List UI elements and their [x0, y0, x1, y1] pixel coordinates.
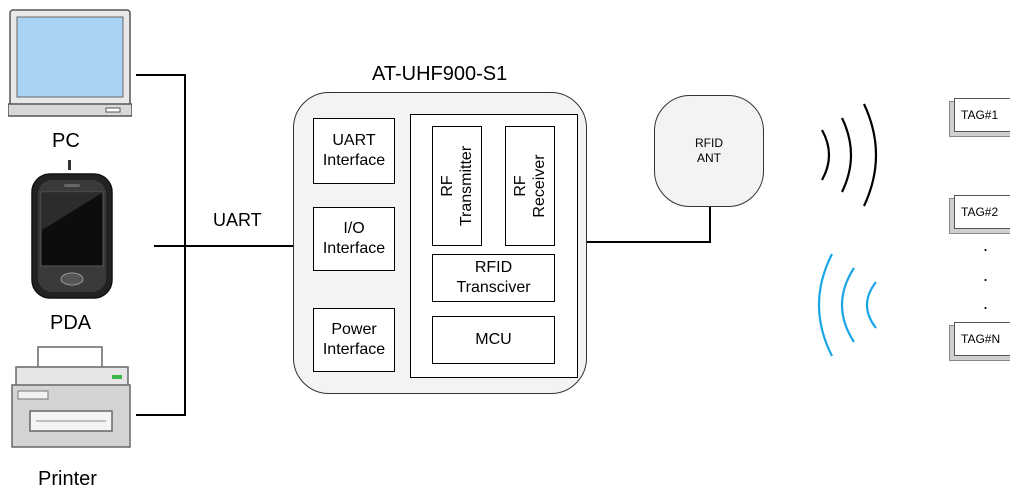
rf-transmitter-label: RF Transmitter — [438, 136, 476, 236]
rf-receiver-label: RF Receiver — [511, 136, 549, 236]
mcu-label: MCU — [475, 331, 512, 348]
rfid-transceiver-block: RFID Transciver — [432, 254, 555, 302]
printer-label: Printer — [38, 468, 97, 490]
rf-receiver-block — [505, 126, 555, 246]
printer-connector-line — [136, 414, 186, 416]
rf-transmitter-block — [432, 126, 482, 246]
io-interface-line1: I/O — [343, 220, 365, 237]
outgoing-waves-icon — [812, 100, 892, 210]
rf-transmitter-line1: RF — [439, 175, 456, 197]
antenna-connector-vertical — [709, 206, 711, 243]
rfid-transceiver-line1: RFID — [474, 259, 513, 276]
pda-icon — [28, 160, 116, 300]
power-interface-line2: Interface — [322, 341, 386, 358]
module-title: AT-UHF900-S1 — [372, 63, 508, 85]
rf-receiver-line2: Receiver — [531, 154, 548, 218]
antenna-line1: RFID — [695, 136, 723, 150]
power-interface-line1: Power — [331, 321, 377, 338]
pc-icon — [7, 8, 133, 118]
io-interface-line2: Interface — [322, 240, 386, 257]
uart-interface-block: UART Interface — [313, 118, 395, 184]
tag-ellipsis-dot-1: . — [983, 235, 989, 255]
io-interface-block: I/O Interface — [313, 207, 395, 271]
tag-n-label: TAG#N — [961, 332, 1001, 346]
rfid-antenna-block: RFID ANT — [654, 95, 764, 207]
rf-receiver-line1: RF — [512, 175, 529, 197]
tag-ellipsis-dot-3: . — [983, 293, 989, 313]
pda-connector-line — [154, 245, 294, 247]
rfid-transceiver-line2: Transciver — [456, 279, 531, 296]
power-interface-block: Power Interface — [313, 308, 395, 372]
incoming-waves-icon — [808, 250, 888, 360]
tag-1-label: TAG#1 — [961, 108, 999, 122]
uart-interface-line1: UART — [332, 132, 376, 149]
rf-transmitter-line2: Transmitter — [458, 145, 475, 227]
uart-interface-line2: Interface — [322, 152, 386, 169]
antenna-line2: ANT — [697, 151, 721, 165]
tag-1: TAG#1 — [954, 98, 1010, 132]
pc-label: PC — [52, 130, 80, 152]
pc-connector-line — [136, 74, 186, 76]
antenna-connector-horizontal — [587, 241, 710, 243]
tag-n: TAG#N — [954, 322, 1010, 356]
mcu-block: MCU — [432, 316, 555, 364]
tag-2: TAG#2 — [954, 195, 1010, 229]
tag-ellipsis-dot-2: . — [983, 265, 989, 285]
tag-2-label: TAG#2 — [961, 205, 999, 219]
uart-link-label: UART — [213, 210, 262, 230]
pda-label: PDA — [50, 312, 92, 334]
printer-icon — [8, 345, 132, 450]
